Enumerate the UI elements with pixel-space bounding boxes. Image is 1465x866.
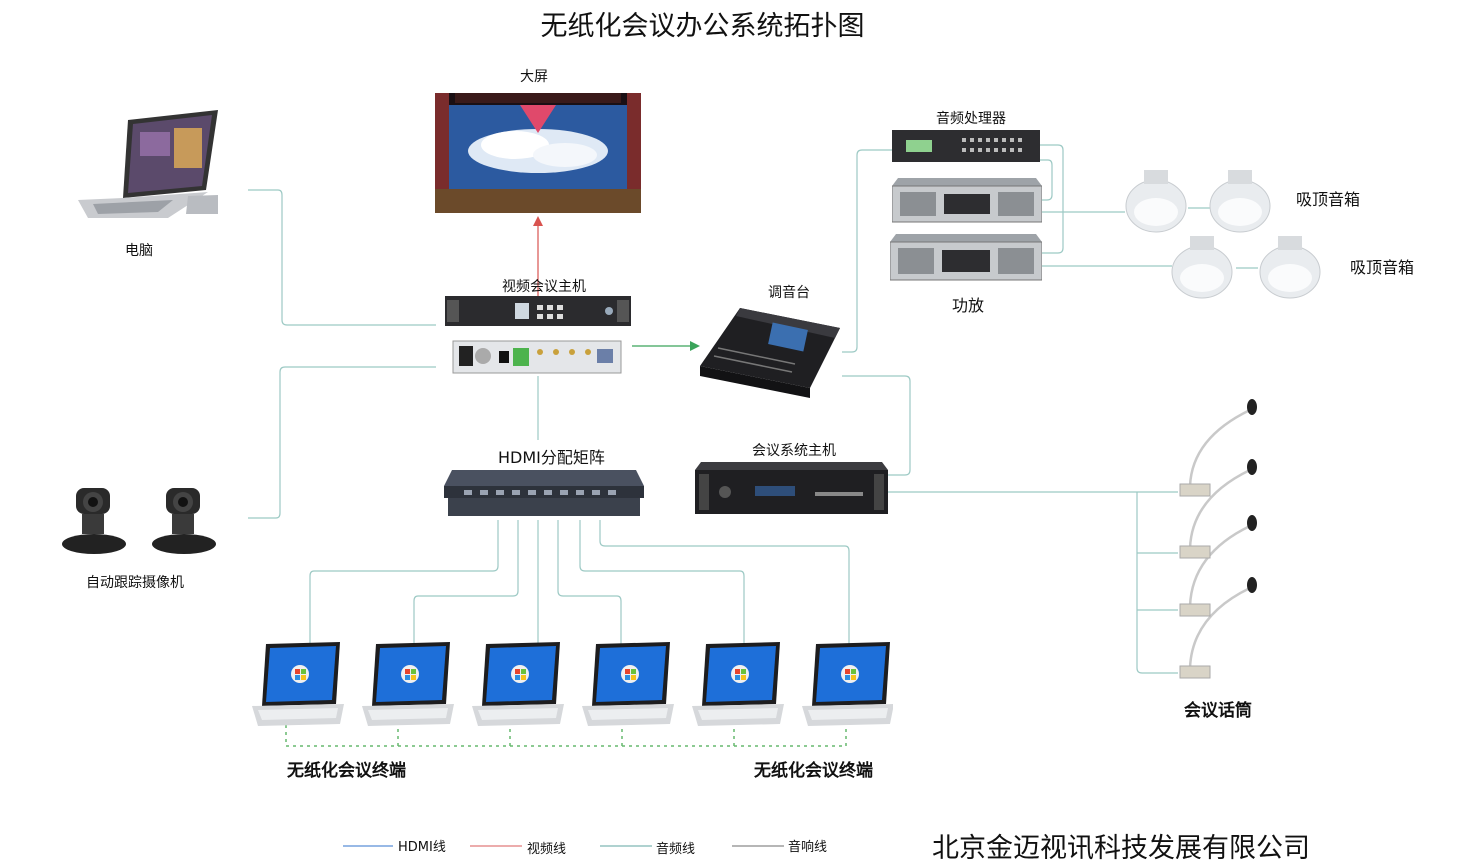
ceiling-speaker-icon-row2 [1171, 236, 1321, 299]
diagram-title: 无纸化会议办公系统拓扑图 [540, 11, 865, 42]
camera-icon [62, 488, 216, 554]
hdmi-matrix-icon [444, 470, 644, 516]
terminal-label-right: 无纸化会议终端 [754, 761, 873, 781]
legend-audio-label: 音频线 [656, 842, 696, 857]
amplifier-icon-2 [890, 234, 1042, 281]
big-screen-label: 大屏 [520, 69, 548, 85]
legend-video-label: 视频线 [527, 842, 567, 857]
video-host-label: 视频会议主机 [502, 279, 586, 295]
amplifier-icon-1 [892, 178, 1042, 223]
ceiling-speaker-icon-row1 [1125, 170, 1271, 233]
big-screen-icon [435, 93, 641, 213]
conference-host-icon [695, 462, 888, 514]
terminal-label-left: 无纸化会议终端 [287, 761, 406, 781]
amplifier-label: 功放 [952, 296, 985, 315]
hdmi-matrix-label: HDMI分配矩阵 [498, 448, 605, 467]
conference-mic-icon [1179, 399, 1257, 679]
camera-label: 自动跟踪摄像机 [86, 575, 184, 591]
conference-host-label: 会议系统主机 [752, 443, 836, 459]
legend-speaker-label: 音响线 [788, 840, 828, 855]
ceiling-speaker-label-2: 吸顶音箱 [1350, 258, 1415, 277]
audio-processor-icon [892, 130, 1040, 162]
computer-label: 电脑 [125, 243, 153, 259]
mixer-label: 调音台 [768, 285, 810, 301]
video-host-icon [445, 296, 631, 374]
audio-processor-label: 音频处理器 [936, 111, 1006, 127]
terminal-icons [252, 642, 893, 726]
line-camera-host [248, 366, 436, 519]
conference-mic-label: 会议话筒 [1184, 701, 1252, 721]
ceiling-speaker-label-1: 吸顶音箱 [1296, 190, 1361, 209]
line-computer-host [248, 189, 436, 326]
legend-hdmi-label: HDMI线 [398, 840, 446, 855]
mixer-icon [700, 308, 840, 398]
company-name: 北京金迈视讯科技发展有限公司 [932, 833, 1310, 864]
computer-icon [78, 110, 218, 218]
